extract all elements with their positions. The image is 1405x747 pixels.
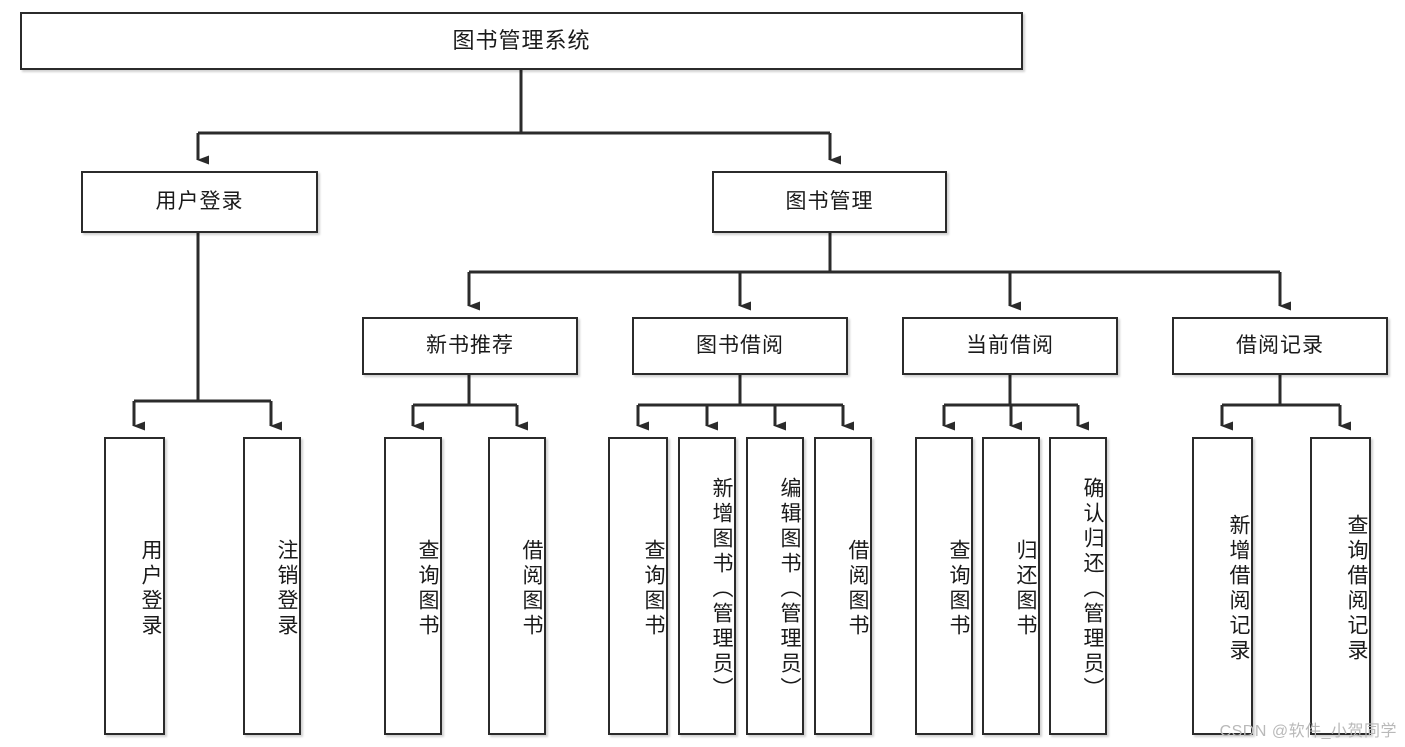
node-new-book-rec[interactable]: 新书推荐 <box>362 317 578 375</box>
node-leaf-rec-borrow[interactable]: 借阅图书 <box>488 437 546 735</box>
csdn-watermark: CSDN @软件_小贺同学 <box>1219 723 1397 740</box>
node-leaf-record-add[interactable]: 新增借阅记录 <box>1192 437 1253 735</box>
node-user-login-label: 用户登录 <box>155 190 244 214</box>
node-leaf-current-return-label: 归还图书 <box>1014 539 1037 639</box>
node-root-label: 图书管理系统 <box>452 27 591 53</box>
node-leaf-record-query[interactable]: 查询借阅记录 <box>1310 437 1371 735</box>
node-leaf-borrow-add-label: 新增图书（管理员） <box>710 476 733 702</box>
node-borrow-record-label: 借阅记录 <box>1236 334 1324 358</box>
node-book-borrow[interactable]: 图书借阅 <box>632 317 848 375</box>
node-leaf-borrow-edit[interactable]: 编辑图书（管理员） <box>746 437 804 735</box>
node-leaf-user-login-label: 用户登录 <box>139 539 162 639</box>
node-leaf-borrow-do-label: 借阅图书 <box>846 539 869 639</box>
node-leaf-rec-borrow-label: 借阅图书 <box>520 539 543 639</box>
node-leaf-borrow-query[interactable]: 查询图书 <box>608 437 668 735</box>
node-leaf-current-query-label: 查询图书 <box>947 539 970 639</box>
node-root[interactable]: 图书管理系统 <box>20 12 1023 70</box>
node-leaf-user-login[interactable]: 用户登录 <box>104 437 165 735</box>
node-leaf-current-confirm-label: 确认归还（管理员） <box>1081 476 1104 702</box>
node-leaf-record-query-label: 查询借阅记录 <box>1345 514 1368 664</box>
node-leaf-current-query[interactable]: 查询图书 <box>915 437 973 735</box>
node-leaf-rec-query-label: 查询图书 <box>416 539 439 639</box>
node-leaf-current-return[interactable]: 归还图书 <box>982 437 1040 735</box>
node-leaf-borrow-query-label: 查询图书 <box>642 539 665 639</box>
node-leaf-record-add-label: 新增借阅记录 <box>1227 514 1250 664</box>
node-user-login[interactable]: 用户登录 <box>81 171 318 233</box>
node-leaf-borrow-edit-label: 编辑图书（管理员） <box>778 476 801 702</box>
node-leaf-borrow-do[interactable]: 借阅图书 <box>814 437 872 735</box>
node-borrow-record[interactable]: 借阅记录 <box>1172 317 1388 375</box>
node-leaf-rec-query[interactable]: 查询图书 <box>384 437 442 735</box>
node-current-borrow-label: 当前借阅 <box>966 334 1054 358</box>
node-leaf-user-logout-label: 注销登录 <box>275 539 298 639</box>
node-current-borrow[interactable]: 当前借阅 <box>902 317 1118 375</box>
node-book-manage-label: 图书管理 <box>785 190 874 214</box>
node-book-manage[interactable]: 图书管理 <box>712 171 947 233</box>
node-leaf-borrow-add[interactable]: 新增图书（管理员） <box>678 437 736 735</box>
node-book-borrow-label: 图书借阅 <box>696 334 784 358</box>
node-leaf-current-confirm[interactable]: 确认归还（管理员） <box>1049 437 1107 735</box>
node-new-book-rec-label: 新书推荐 <box>426 334 514 358</box>
node-leaf-user-logout[interactable]: 注销登录 <box>243 437 301 735</box>
